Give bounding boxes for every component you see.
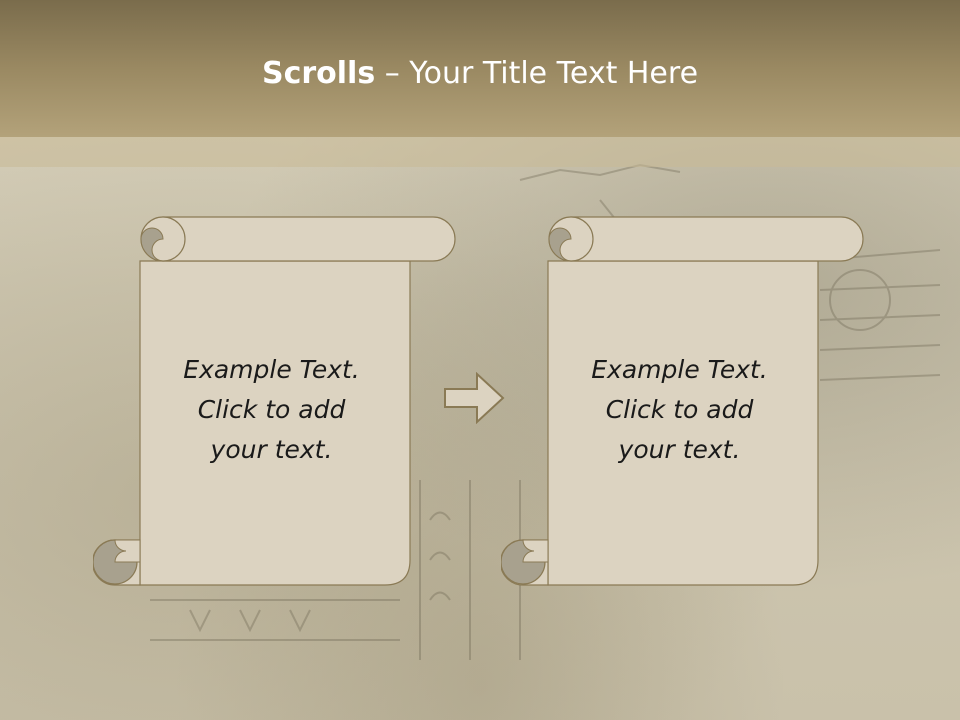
title-strip: [0, 137, 960, 167]
scroll-left[interactable]: Example Text. Click to add your text.: [93, 215, 463, 587]
scroll-text-line1: Example Text.: [183, 355, 360, 384]
scroll-text-line2: Click to add: [605, 395, 754, 424]
right-arrow-icon: [444, 372, 505, 424]
scroll-text-line3: your text.: [618, 435, 741, 464]
scroll-text-line2: Click to add: [197, 395, 346, 424]
title-bar: [0, 0, 960, 137]
slide-title[interactable]: Scrolls – Your Title Text Here: [0, 54, 960, 94]
scroll-shape: [93, 216, 456, 586]
scroll-text-line1: Example Text.: [591, 355, 768, 384]
scroll-right[interactable]: Example Text. Click to add your text.: [501, 215, 871, 587]
title-bold: Scrolls: [261, 56, 376, 91]
title-rest: – Your Title Text Here: [375, 56, 699, 91]
scroll-text[interactable]: Example Text. Click to add your text.: [547, 350, 812, 470]
scroll-shape: [501, 216, 864, 586]
scroll-text-line3: your text.: [210, 435, 333, 464]
scroll-text[interactable]: Example Text. Click to add your text.: [139, 350, 404, 470]
